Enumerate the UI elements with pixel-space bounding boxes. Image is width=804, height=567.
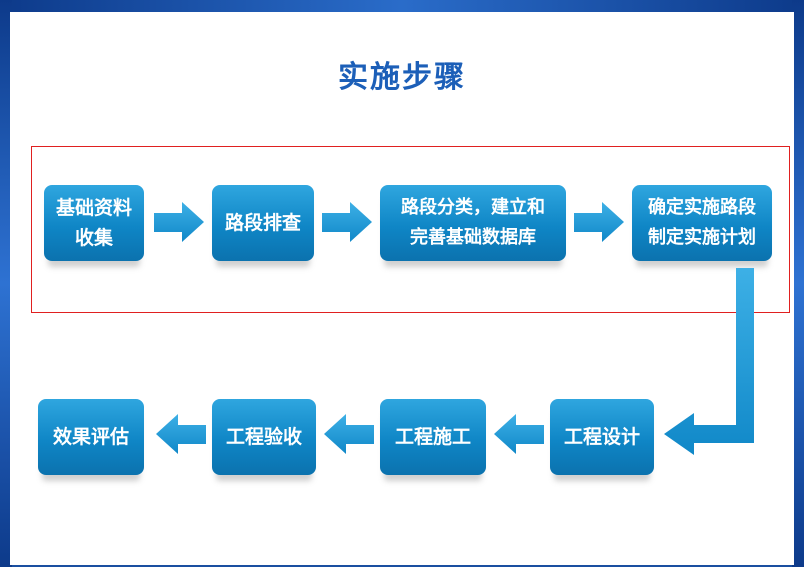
slide-frame-top [0, 0, 804, 14]
step-label-line1: 工程验收 [225, 426, 302, 448]
arrow-left-icon [324, 414, 374, 454]
step-label-line2: 收集 [74, 227, 113, 249]
step-project-design: 工程设计 [550, 399, 654, 475]
step-label-line1: 确定实施路段 [648, 197, 756, 218]
elbow-arrow-icon [664, 268, 754, 455]
step-label-line2: 制定实施计划 [648, 227, 756, 248]
step-label-line1: 基础资料 [55, 197, 132, 219]
step-project-construction: 工程施工 [380, 399, 486, 475]
step-data-collection: 基础资料 收集 [44, 185, 144, 261]
step-label-line1: 工程施工 [394, 426, 471, 448]
step-label-line1: 路段排查 [224, 212, 301, 234]
step-effect-evaluation: 效果评估 [38, 399, 144, 475]
step-road-classification: 路段分类，建立和 完善基础数据库 [380, 185, 566, 261]
arrow-right-icon [574, 202, 624, 242]
slide-frame-right [792, 0, 804, 567]
arrow-left-icon [156, 414, 206, 454]
step-label-line1: 工程设计 [563, 426, 640, 448]
page-title: 实施步骤 [338, 60, 466, 95]
step-label-line2: 完善基础数据库 [410, 227, 536, 248]
arrow-right-icon [154, 202, 204, 242]
step-project-acceptance: 工程验收 [212, 399, 316, 475]
step-plan-determination: 确定实施路段 制定实施计划 [632, 185, 772, 261]
arrow-right-icon [322, 202, 372, 242]
arrow-left-icon [494, 414, 544, 454]
highlight-box [31, 146, 790, 313]
step-road-inspection: 路段排查 [212, 185, 314, 261]
slide-frame-left [0, 0, 12, 567]
step-label-line1: 路段分类，建立和 [401, 197, 545, 218]
step-label-line1: 效果评估 [52, 426, 129, 448]
